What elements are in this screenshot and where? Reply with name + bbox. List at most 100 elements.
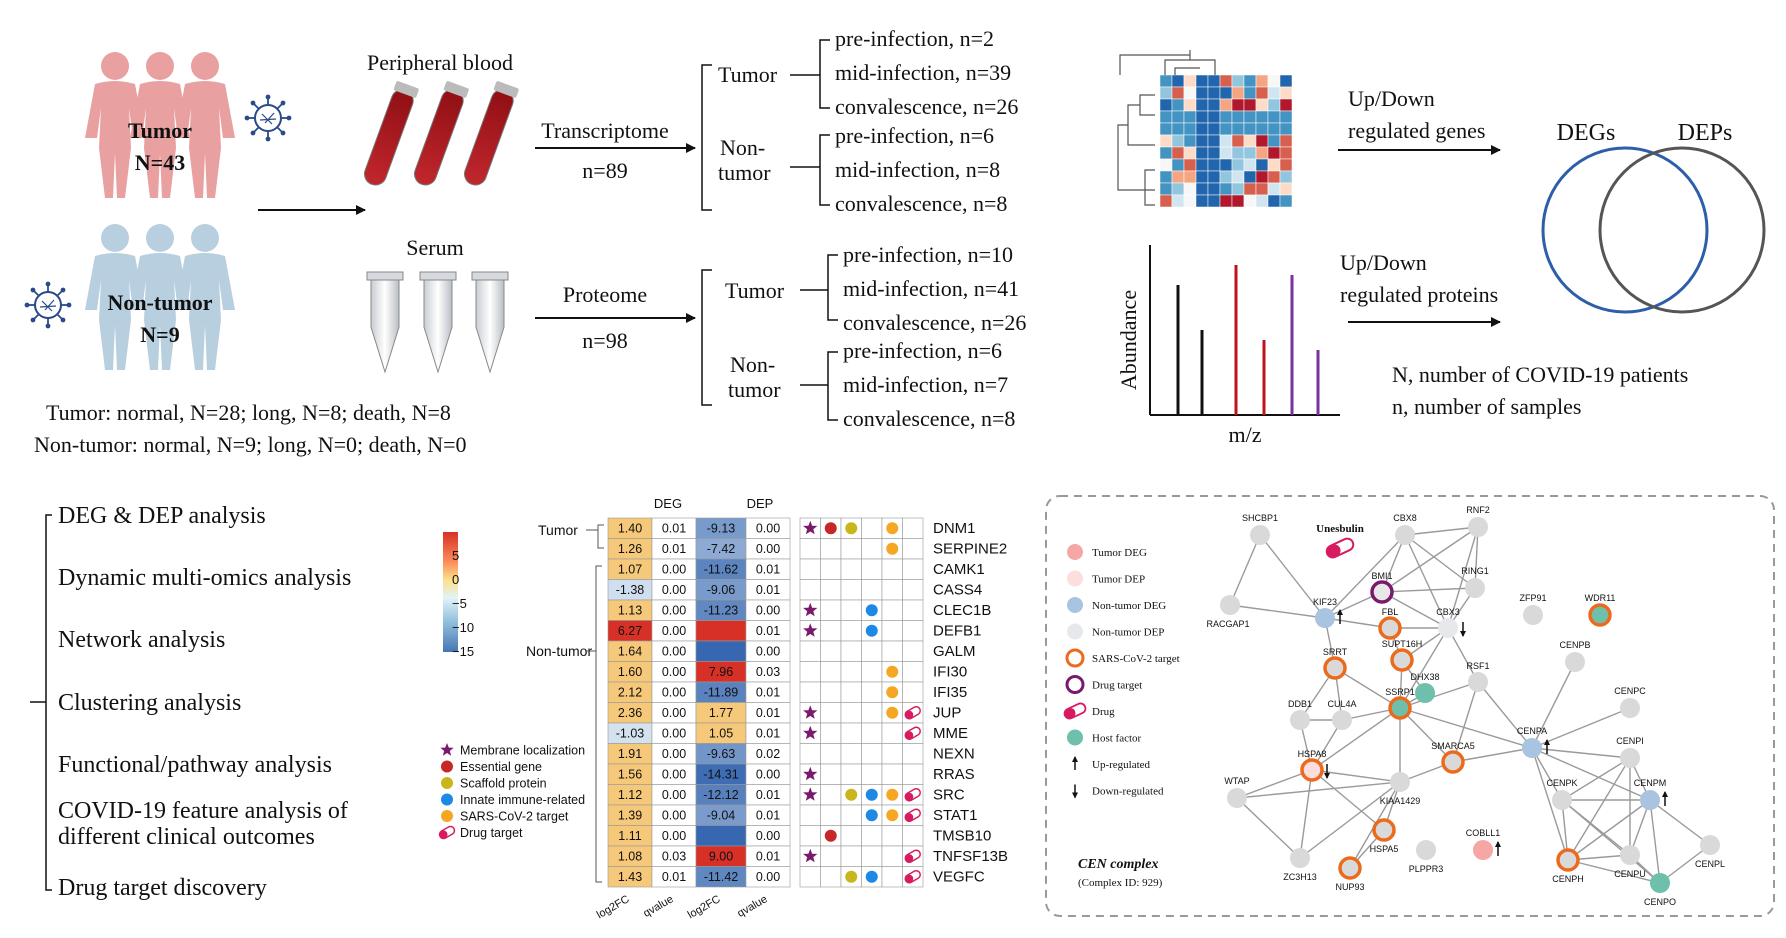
cell-value: 1.43 <box>618 870 642 884</box>
tx-nontumor-group: pre-infection, n=6 <box>835 123 994 148</box>
membrane-star-icon <box>803 623 818 637</box>
proteins-result-label: regulated proteins <box>1340 282 1498 307</box>
marker-cell <box>861 845 883 867</box>
network-edge <box>1659 844 1711 884</box>
mini-heatmap-cell <box>1159 170 1173 184</box>
gene-label: GALM <box>933 643 976 660</box>
marker-cell <box>861 743 883 765</box>
mini-heatmap-cell <box>1195 134 1209 148</box>
node-circle <box>1588 603 1612 627</box>
drug-capsule-fill <box>905 854 914 863</box>
scale-tick: −15 <box>452 644 474 659</box>
legend-label: Host factor <box>1092 733 1142 745</box>
mini-heatmap-cell <box>1219 146 1233 160</box>
mini-heatmap-cell <box>1171 74 1185 88</box>
legend-label: Down-regulated <box>1092 786 1164 798</box>
network-edge <box>1229 604 1326 619</box>
network-node: RSF1 <box>1466 661 1490 692</box>
mini-heatmap-cell <box>1159 110 1173 124</box>
mini-heatmap-cell <box>1171 122 1185 136</box>
node-circle <box>1522 738 1542 758</box>
sars-dot-icon <box>886 522 899 535</box>
gene-label: CLEC1B <box>933 602 991 619</box>
tx-tumor-group: convalescence, n=26 <box>835 94 1018 119</box>
mini-heatmap-cell <box>1279 110 1293 124</box>
legend-label: Essential gene <box>460 760 542 774</box>
drug-capsule-fill <box>905 874 914 883</box>
mini-heatmap-cell <box>1171 170 1185 184</box>
mini-heatmap-cell <box>1219 170 1233 184</box>
drug-capsule-fill <box>1064 708 1076 719</box>
gene-label: TNFSF13B <box>933 848 1008 865</box>
mini-heatmap-cell <box>1195 170 1209 184</box>
mini-heatmap-cell <box>1195 98 1209 112</box>
marker-cell <box>799 661 821 683</box>
cell-value: 0.00 <box>756 768 780 782</box>
network-edge <box>1452 747 1533 763</box>
mini-heatmap-cell <box>1207 86 1221 100</box>
gene-label: JUP <box>933 705 961 722</box>
node-label: RACGAP1 <box>1206 619 1249 629</box>
node-circle <box>1473 840 1493 860</box>
network-node: ZC3H13 <box>1283 848 1317 882</box>
node-circle <box>1290 848 1310 868</box>
network-edge <box>1399 707 1454 763</box>
marker-cell <box>820 763 842 785</box>
marker-cell <box>799 558 821 580</box>
node-circle <box>1290 710 1310 730</box>
network-edge <box>1531 661 1576 749</box>
network-edge <box>1404 534 1449 629</box>
column-footer-label: qvalue <box>641 893 675 920</box>
legend-label: Drug target <box>460 826 523 840</box>
essential-dot-icon <box>824 522 837 535</box>
marker-cell <box>881 825 903 847</box>
mini-heatmap-cell <box>1159 98 1173 112</box>
heatmap-nontumor-label: Non-tumor <box>526 643 592 659</box>
node-circle <box>1323 656 1347 680</box>
node-label: CENPI <box>1616 736 1644 746</box>
node-circle <box>1250 525 1270 545</box>
proteome-n: n=98 <box>582 328 627 353</box>
pr-nontumor-group: convalescence, n=8 <box>843 406 1015 431</box>
marker-cell <box>840 845 862 867</box>
peripheral-blood-label: Peripheral blood <box>367 50 513 75</box>
gene-label: DEFB1 <box>933 623 981 640</box>
marker-cell <box>881 866 903 888</box>
column-footer-label: log2FC <box>595 893 632 921</box>
heat-cell <box>745 866 791 888</box>
outcome-nontumor: Non-tumor: normal, N=9; long, N=0; death… <box>34 432 467 457</box>
network-node: Unesbulin <box>1316 523 1364 559</box>
legend-ring-icon <box>1065 648 1085 668</box>
note-N: N, number of COVID-19 patients <box>1392 362 1688 387</box>
mini-heatmap-cell <box>1207 146 1221 160</box>
membrane-star-icon <box>440 743 454 756</box>
gene-label: DNM1 <box>933 520 976 537</box>
gene-label: SERPINE2 <box>933 541 1007 558</box>
mini-heatmap-cell <box>1207 194 1221 208</box>
marker-cell <box>840 743 862 765</box>
cell-value: 0.01 <box>756 727 780 741</box>
pr-nontumor-group: pre-infection, n=6 <box>843 338 1002 363</box>
node-circle <box>1370 580 1394 604</box>
mini-heatmap-cell <box>1171 182 1185 196</box>
pr-nontumor-group: mid-infection, n=7 <box>843 372 1008 397</box>
virus-icon <box>23 280 73 330</box>
cell-value: 0.00 <box>662 686 686 700</box>
mini-heatmap-cell <box>1183 134 1197 148</box>
legend-dot-icon <box>1067 597 1083 613</box>
mini-heatmap-cell <box>1279 74 1293 88</box>
mini-heatmap-cell <box>1183 110 1197 124</box>
node-circle <box>1415 683 1435 703</box>
mini-heatmap-cell <box>1159 86 1173 100</box>
legend-label: Non-tumor DEG <box>1092 600 1166 612</box>
marker-cell <box>861 661 883 683</box>
scaffold-dot-icon <box>441 777 453 789</box>
network-node: ZFP91 <box>1519 593 1547 625</box>
cell-value: 0.00 <box>662 809 686 823</box>
marker-cell <box>861 538 883 560</box>
mini-heatmap-cell <box>1171 158 1185 172</box>
network-node: FBL <box>1378 607 1402 640</box>
network-edge <box>1452 681 1479 763</box>
